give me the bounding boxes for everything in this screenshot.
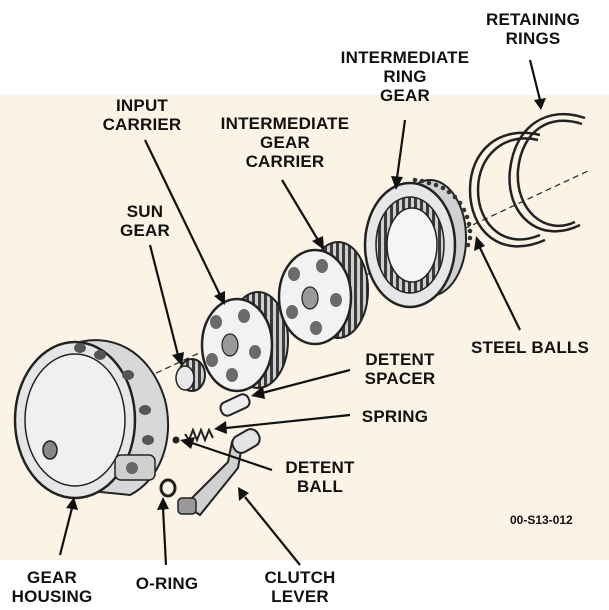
label-detent-ball: DETENT BALL: [285, 458, 355, 496]
label-gear-housing: GEAR HOUSING: [11, 568, 93, 606]
o-ring-part: [159, 478, 177, 498]
label-clutch-lever: CLUTCH LEVER: [264, 568, 336, 606]
label-o-ring: O-RING: [135, 574, 199, 593]
intermediate-ring-gear-part: [363, 179, 467, 309]
label-input-carrier: INPUT CARRIER: [102, 96, 182, 134]
input-carrier-part: [200, 291, 289, 393]
retaining-rings-part: [468, 112, 586, 248]
label-sun-gear: SUN GEAR: [120, 202, 170, 240]
label-intermediate-ring-gear: INTERMEDIATE RING GEAR: [340, 48, 470, 105]
label-detent-spacer: DETENT SPACER: [364, 350, 436, 388]
sun-gear-part: [175, 358, 206, 392]
label-intermediate-gear-carrier: INTERMEDIATE GEAR CARRIER: [220, 114, 350, 171]
steel-balls-part: [412, 177, 473, 248]
clutch-lever-part: [177, 428, 261, 517]
figure-id: 00-S13-012: [510, 513, 573, 527]
detent-ball-part: [172, 436, 180, 444]
leader-arrows: [58, 59, 546, 566]
intermediate-gear-carrier-part: [277, 241, 369, 346]
label-retaining-rings: RETAINING RINGS: [485, 10, 581, 48]
center-axis: [119, 169, 591, 391]
detent-spacer-part: [219, 393, 251, 417]
gear-housing-part: [13, 339, 170, 500]
label-steel-balls: STEEL BALLS: [470, 338, 590, 357]
label-spring: SPRING: [361, 407, 429, 426]
